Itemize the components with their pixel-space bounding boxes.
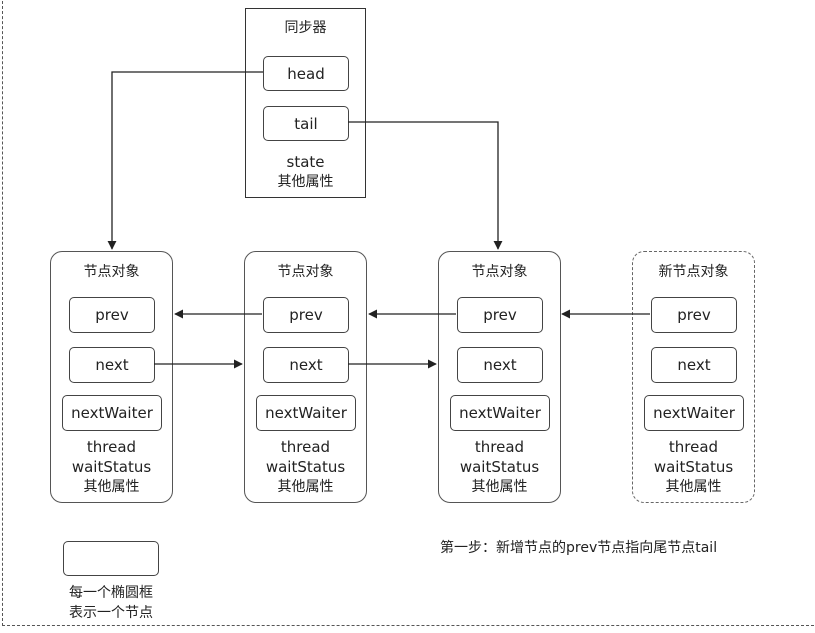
node-extra: thread waitStatus 其他属性 — [245, 437, 366, 497]
other-attrs-label: 其他属性 — [277, 479, 334, 495]
prev-field: prev — [651, 297, 737, 333]
node-title: 节点对象 — [471, 264, 528, 280]
tail-field: tail — [263, 106, 349, 141]
wait-status-label: waitStatus — [265, 458, 346, 476]
node-extra: thread waitStatus 其他属性 — [439, 437, 560, 497]
next-waiter-field: nextWaiter — [450, 395, 550, 431]
legend-line-2: 表示一个节点 — [69, 605, 153, 621]
wait-status-label: waitStatus — [653, 458, 734, 476]
prev-field: prev — [69, 297, 155, 333]
thread-label: thread — [86, 438, 137, 456]
node-title: 节点对象 — [83, 264, 140, 280]
other-attrs-label: 其他属性 — [471, 479, 528, 495]
thread-label: thread — [280, 438, 331, 456]
node-title: 新节点对象 — [658, 264, 729, 280]
next-field: next — [69, 347, 155, 383]
next-field: next — [457, 347, 543, 383]
node-extra: thread waitStatus 其他属性 — [51, 437, 172, 497]
thread-label: thread — [668, 438, 719, 456]
step-note: 第一步：新增节点的prev节点指向尾节点tail — [440, 540, 718, 556]
next-waiter-field: nextWaiter — [644, 395, 744, 431]
legend-line-1: 每一个椭圆框 — [69, 585, 153, 601]
synchronizer-box: 同步器 head tail state 其他属性 — [245, 8, 366, 198]
next-waiter-field: nextWaiter — [62, 395, 162, 431]
node-extra: thread waitStatus 其他属性 — [633, 437, 754, 497]
wait-status-label: waitStatus — [71, 458, 152, 476]
head-field: head — [263, 56, 349, 91]
legend-node-sample — [63, 541, 159, 576]
node-box-3: 节点对象 prev next nextWaiter thread waitSta… — [438, 251, 561, 503]
legend-text: 每一个椭圆框 表示一个节点 — [48, 583, 174, 623]
thread-label: thread — [474, 438, 525, 456]
other-attrs-label: 其他属性 — [665, 479, 722, 495]
other-attrs-label: 其他属性 — [83, 479, 140, 495]
other-attrs-label: 其他属性 — [277, 174, 334, 190]
new-node-box: 新节点对象 prev next nextWaiter thread waitSt… — [632, 251, 755, 503]
next-field: next — [263, 347, 349, 383]
prev-field: prev — [457, 297, 543, 333]
next-field: next — [651, 347, 737, 383]
prev-field: prev — [263, 297, 349, 333]
wait-status-label: waitStatus — [459, 458, 540, 476]
synchronizer-extra: state 其他属性 — [246, 152, 365, 192]
next-waiter-field: nextWaiter — [256, 395, 356, 431]
node-box-2: 节点对象 prev next nextWaiter thread waitSta… — [244, 251, 367, 503]
state-label: state — [286, 153, 325, 171]
synchronizer-title: 同步器 — [284, 20, 327, 36]
node-box-1: 节点对象 prev next nextWaiter thread waitSta… — [50, 251, 173, 503]
node-title: 节点对象 — [277, 264, 334, 280]
